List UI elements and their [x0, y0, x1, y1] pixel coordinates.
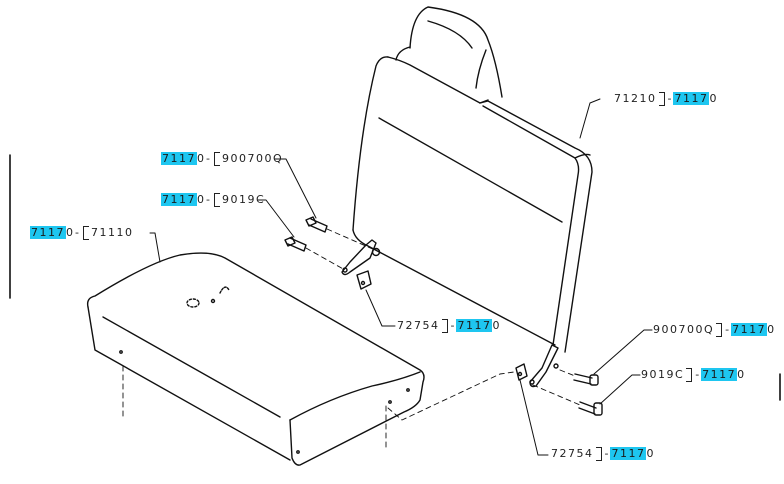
callout-bolt-upper-left: 71170-900700Q — [161, 152, 283, 166]
hinge-left-shape — [341, 239, 381, 290]
alignment-lines — [122, 228, 581, 449]
dash-mark: - — [725, 323, 731, 336]
bracket-mark — [595, 447, 602, 461]
ref-tail: 0 — [709, 92, 718, 105]
ref-link[interactable]: 7117 — [456, 319, 493, 332]
dash-mark: - — [604, 447, 610, 460]
callout-bracket-right: 72754-71170 — [551, 447, 654, 461]
ref-tail: 0 — [646, 447, 655, 460]
headrest-shape — [395, 6, 503, 98]
dash-mark: - — [450, 319, 456, 332]
callout-bracket-left: 72754-71170 — [397, 319, 500, 333]
dash-mark: - — [75, 226, 80, 239]
ref-link[interactable]: 7117 — [610, 447, 647, 460]
ref-tail: 0 — [737, 368, 746, 381]
ref-link[interactable]: 7117 — [161, 152, 197, 165]
part-number: 71110 — [90, 226, 134, 239]
ref-link[interactable]: 7117 — [161, 193, 197, 206]
bracket-mark — [441, 319, 448, 333]
callout-seat-cushion: 71170-71110 — [30, 226, 133, 240]
callout-bolt-lower-right: 9019C-71170 — [641, 368, 745, 382]
ref-link[interactable]: 7117 — [673, 92, 710, 105]
bracket-mark — [213, 193, 220, 207]
dash-mark: - — [206, 152, 211, 165]
ref-tail: 0 — [197, 152, 205, 165]
leader-lines — [149, 98, 653, 456]
hinge-right-shape — [515, 344, 559, 388]
dash-mark: - — [667, 92, 673, 105]
ref-tail: 0 — [66, 226, 74, 239]
callout-bolt-upper-right: 900700Q-71170 — [653, 323, 775, 337]
ref-link[interactable]: 7117 — [30, 226, 66, 239]
ref-tail: 0 — [767, 323, 776, 336]
ref-tail: 0 — [197, 193, 205, 206]
part-number: 9019C — [221, 193, 266, 206]
ref-link[interactable]: 7117 — [731, 323, 768, 336]
bracket-mark — [716, 323, 723, 337]
bracket-mark — [213, 152, 220, 166]
ref-link[interactable]: 7117 — [701, 368, 738, 381]
part-number: 72754 — [551, 447, 594, 460]
ref-tail: 0 — [492, 319, 501, 332]
dash-mark: - — [695, 368, 701, 381]
bolt-shapes — [284, 216, 603, 416]
dash-mark: - — [206, 193, 211, 206]
callout-seat-back: 71210-71170 — [614, 92, 717, 106]
bracket-mark — [82, 226, 89, 240]
part-number: 9019C — [641, 368, 685, 381]
bracket-mark — [686, 368, 693, 382]
part-number: 72754 — [397, 319, 440, 332]
seat-back-shape — [352, 56, 593, 353]
part-number: 900700Q — [221, 152, 284, 165]
callout-bolt-lower-left: 71170-9019C — [161, 193, 265, 207]
part-number: 71210 — [614, 92, 657, 105]
bracket-mark — [658, 92, 665, 106]
seat-cushion-shape — [86, 252, 425, 466]
part-number: 900700Q — [653, 323, 715, 336]
